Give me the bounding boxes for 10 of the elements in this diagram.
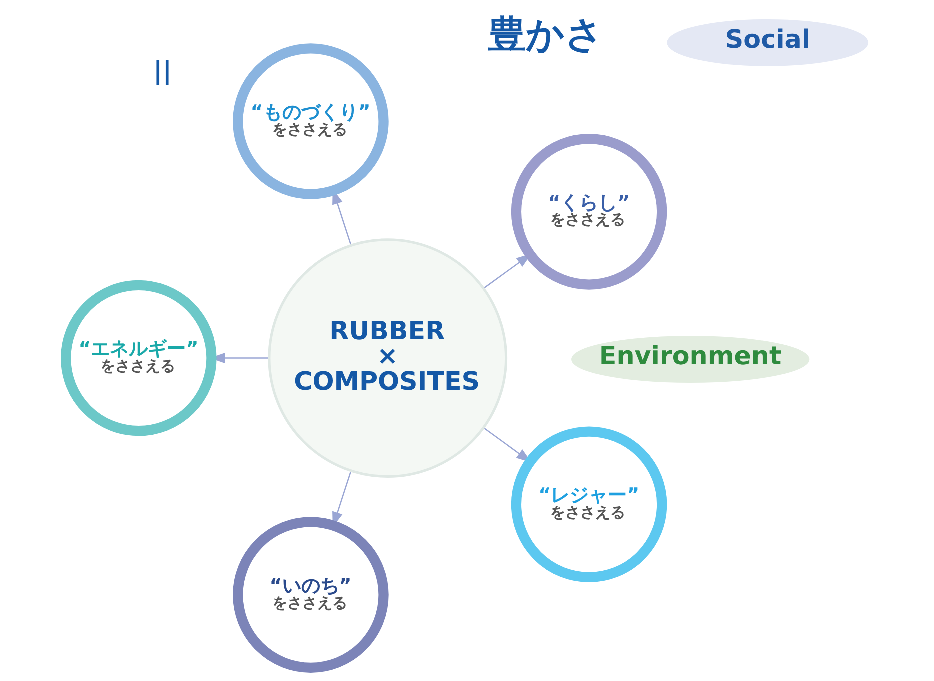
node-circle: “くらし” をささえる <box>511 134 668 290</box>
node-ellipse: Social <box>667 19 869 66</box>
node-circle: “エネルギー” をささえる <box>61 280 217 436</box>
node-circle: RUBBER × COMPOSITES <box>268 238 508 478</box>
node-ellipse: Environment <box>572 336 810 383</box>
label: 豊かさ <box>488 12 604 56</box>
node-circle: “レジャー” をささえる <box>511 426 668 583</box>
node-circle: “いのち” をささえる <box>233 517 389 673</box>
label: || <box>154 56 172 86</box>
node-circle: “ものづくり” をささえる <box>233 44 389 200</box>
